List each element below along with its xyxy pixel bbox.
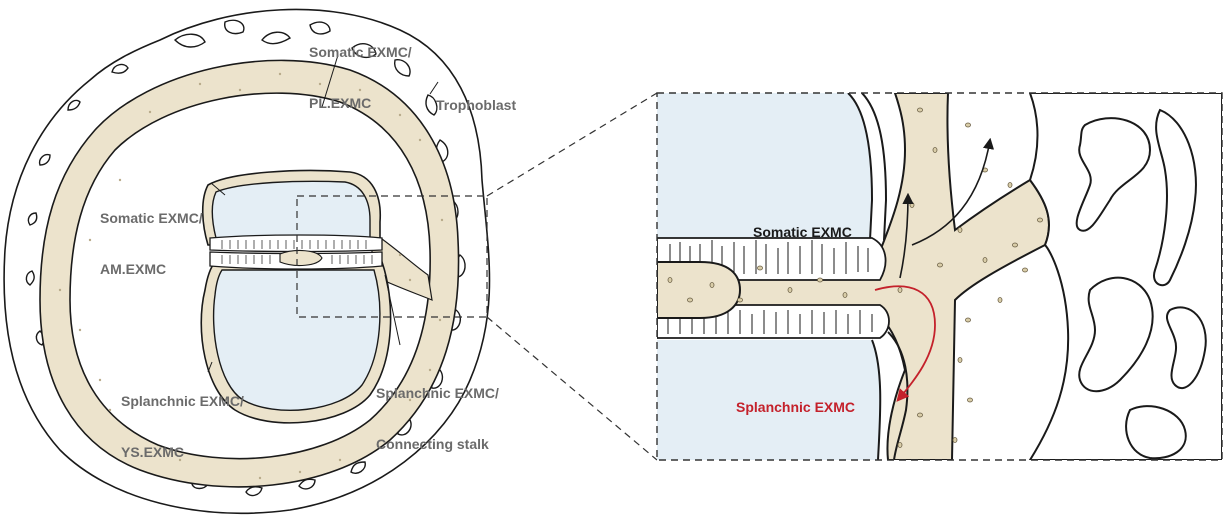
label-line: Somatic EXMC bbox=[753, 224, 852, 241]
label-somatic-pl-exmc: Somatic EXMC/ PL.EXMC bbox=[309, 10, 412, 129]
label-splanchnic-connecting-stalk: Splanchnic EXMC/ Connecting stalk bbox=[376, 351, 499, 470]
label-trophoblast: Trophoblast bbox=[436, 63, 516, 131]
label-somatic-am-exmc: Somatic EXMC/ AM.EXMC bbox=[100, 176, 203, 295]
amniotic-sac bbox=[203, 171, 381, 245]
label-line: Connecting stalk bbox=[376, 436, 499, 453]
label-line: PL.EXMC bbox=[309, 95, 412, 112]
label-line: YS.EXMC bbox=[121, 444, 244, 461]
label-zoom-somatic-exmc: Somatic EXMC bbox=[753, 190, 852, 258]
label-line: Somatic EXMC/ bbox=[309, 44, 412, 61]
label-line: AM.EXMC bbox=[100, 261, 203, 278]
label-zoom-splanchnic-exmc: Splanchnic EXMC bbox=[736, 365, 855, 433]
label-line: Splanchnic EXMC/ bbox=[376, 385, 499, 402]
label-line: Splanchnic EXMC/ bbox=[121, 393, 244, 410]
zoom-guide-bottom bbox=[487, 317, 657, 460]
label-line: Somatic EXMC/ bbox=[100, 210, 203, 227]
label-splanchnic-ys-exmc: Splanchnic EXMC/ YS.EXMC bbox=[121, 359, 244, 478]
label-line: Trophoblast bbox=[436, 97, 516, 114]
label-line: Splanchnic EXMC bbox=[736, 399, 855, 416]
